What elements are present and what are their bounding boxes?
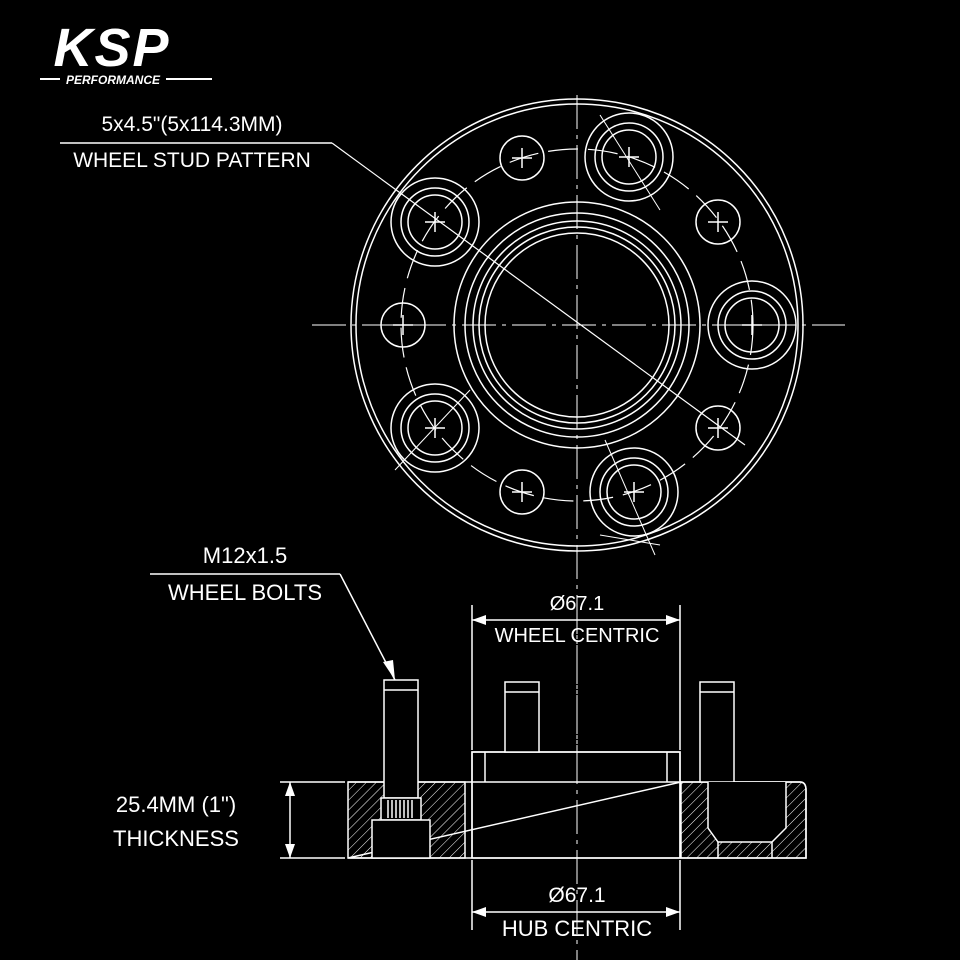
- thickness-dimension: [280, 781, 345, 859]
- top-view: [312, 95, 845, 860]
- stud-hole: [707, 280, 797, 370]
- thickness-label: THICKNESS: [113, 826, 239, 851]
- thickness-value: 25.4MM (1"): [116, 792, 236, 817]
- bolt-holes: [380, 135, 741, 515]
- bolt-spec: M12x1.5: [203, 543, 287, 568]
- pattern-label: WHEEL STUD PATTERN: [73, 149, 311, 172]
- hub-centric-label: HUB CENTRIC: [502, 916, 652, 941]
- bolt-label: WHEEL BOLTS: [168, 580, 322, 605]
- side-view: [347, 600, 807, 960]
- wheel-centric-label: WHEEL CENTRIC: [495, 625, 660, 647]
- hub-centric-dimension: [471, 860, 681, 930]
- wheel-centric-dimension: [471, 605, 681, 750]
- wheel-bolt: [371, 679, 431, 859]
- stud-hole: [390, 177, 480, 267]
- logo-brand: KSP: [53, 18, 170, 78]
- stud-hole: [584, 112, 674, 202]
- hub-centric-value: Ø67.1: [548, 884, 605, 907]
- stud-hole: [589, 447, 679, 537]
- pattern-spec: 5x4.5"(5x114.3MM): [102, 113, 283, 136]
- ksp-logo: KSP PERFORMANCE: [40, 18, 212, 87]
- stud-holes: [390, 112, 797, 537]
- logo-subtitle: PERFORMANCE: [66, 73, 161, 87]
- wheel-centric-value: Ø67.1: [550, 593, 604, 615]
